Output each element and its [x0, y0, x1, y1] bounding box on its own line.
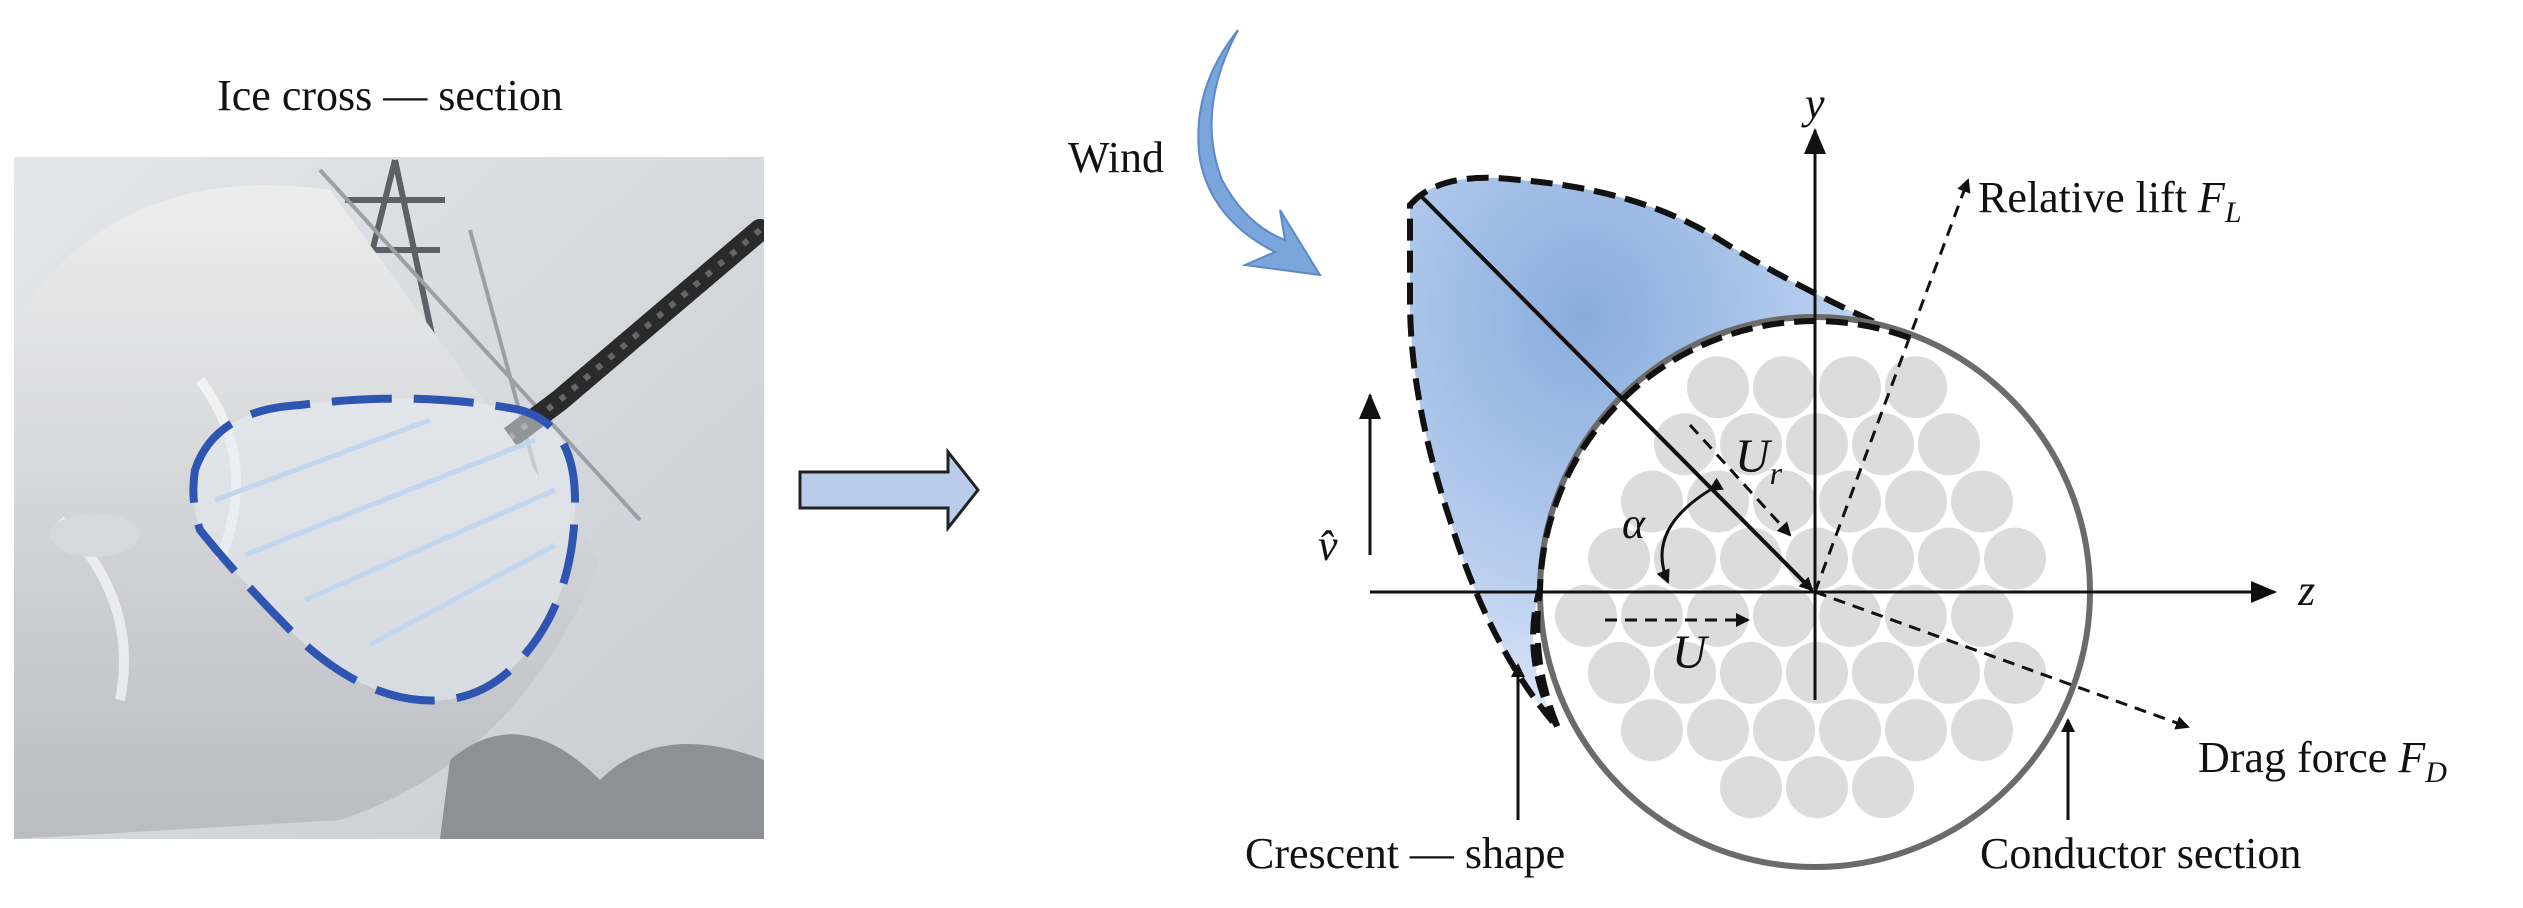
photo-title: Ice cross — section	[217, 71, 563, 120]
strand	[1687, 356, 1749, 419]
strand	[1852, 756, 1914, 819]
strand	[1786, 413, 1848, 476]
u-label: U	[1672, 626, 1710, 679]
strand	[1885, 470, 1947, 533]
ur-arrow	[1688, 423, 1792, 537]
strand	[1819, 356, 1881, 419]
lift-arrow	[1813, 178, 1971, 593]
strand	[1555, 584, 1617, 647]
strand	[1951, 699, 2013, 762]
crescent-label: Crescent — shape	[1245, 829, 1565, 878]
strand	[1621, 699, 1683, 762]
strand	[1819, 584, 1881, 647]
strand	[1885, 699, 1947, 762]
strand	[1786, 527, 1848, 590]
wind-label: Wind	[1068, 133, 1164, 182]
strand	[1951, 584, 2013, 647]
strand	[1984, 527, 2046, 590]
photo-ice-outline	[189, 394, 580, 705]
strand	[1753, 356, 1815, 419]
strand	[1588, 527, 1650, 590]
strand	[1588, 641, 1650, 704]
strand	[1720, 756, 1782, 819]
alpha-label: α	[1622, 499, 1646, 548]
strand	[1753, 699, 1815, 762]
axis-z-label: z	[2297, 566, 2315, 615]
strand	[1918, 413, 1980, 476]
strand	[1687, 584, 1749, 647]
ur-label: Ur	[1735, 430, 1783, 491]
strand	[1885, 356, 1947, 419]
strand	[1753, 584, 1815, 647]
strand	[1819, 470, 1881, 533]
strand	[1654, 413, 1716, 476]
drag-arrow	[1814, 590, 2190, 730]
strand	[1621, 584, 1683, 647]
strand	[1786, 641, 1848, 704]
strand	[1753, 470, 1815, 533]
axis-y-label: y	[1801, 79, 1825, 128]
crescent-ice	[1407, 174, 1912, 730]
drag-force-label: Drag force FD	[2198, 733, 2447, 789]
strand	[1984, 641, 2046, 704]
strand	[1720, 641, 1782, 704]
strand	[1951, 470, 2013, 533]
strand	[1720, 527, 1782, 590]
strand	[1852, 641, 1914, 704]
strand	[1654, 641, 1716, 704]
strand	[1852, 413, 1914, 476]
strand	[1918, 527, 1980, 590]
strand	[1687, 699, 1749, 762]
conductor-label: Conductor section	[1980, 829, 2301, 878]
relative-lift-label: Relative lift FL	[1978, 173, 2242, 229]
axis-v-label: v̂	[1318, 521, 1338, 570]
alpha-arc	[1656, 477, 1724, 584]
wind-arrow-icon	[1197, 29, 1322, 277]
strand	[1885, 584, 1947, 647]
chord-line	[1418, 193, 1814, 592]
strand	[1819, 699, 1881, 762]
transition-arrow-icon	[798, 447, 980, 533]
axes	[1359, 128, 2277, 700]
strand	[1852, 527, 1914, 590]
strand	[1720, 413, 1782, 476]
strand	[1786, 756, 1848, 819]
strand	[1918, 641, 1980, 704]
